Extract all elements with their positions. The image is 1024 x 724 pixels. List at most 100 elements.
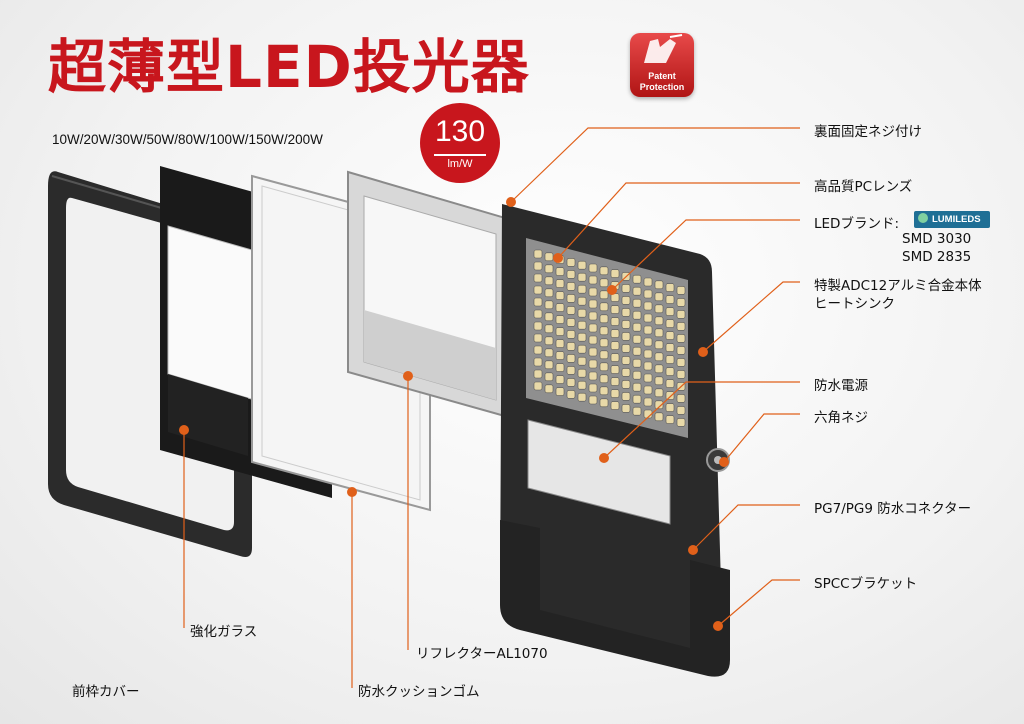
- led-chip: [555, 267, 565, 276]
- led-chip: [610, 269, 620, 278]
- led-chip: [599, 350, 609, 360]
- led-chip: [621, 404, 631, 413]
- led-chip: [643, 349, 653, 359]
- wattage-list: 10W/20W/30W/50W/80W/100W/150W/200W: [52, 132, 323, 147]
- led-chip: [544, 252, 554, 262]
- badge-line1: Patent: [648, 71, 676, 81]
- led-chip: [555, 291, 565, 300]
- led-chip: [643, 385, 653, 395]
- patent-badge: Patent Protection: [630, 33, 694, 97]
- led-chip: [544, 360, 554, 370]
- led-chip: [676, 322, 686, 331]
- led-chip: [599, 386, 609, 396]
- led-chip: [632, 382, 642, 392]
- led-chip: [533, 249, 543, 259]
- led-chip: [610, 389, 620, 398]
- label-reflector: リフレクターAL1070: [416, 646, 548, 662]
- led-chip: [654, 280, 664, 290]
- led-chip: [544, 264, 554, 274]
- led-chip: [643, 397, 653, 407]
- led-chip: [599, 266, 609, 276]
- led-chip: [632, 406, 642, 416]
- led-chip: [544, 288, 554, 298]
- led-chip: [632, 334, 642, 344]
- label-power-supply: 防水電源: [814, 378, 868, 394]
- led-chip: [555, 315, 565, 324]
- led-chip: [654, 412, 664, 422]
- efficacy-badge: 130 lm/W: [420, 103, 500, 183]
- led-chip: [566, 390, 576, 399]
- led-chip: [632, 298, 642, 308]
- led-chip: [632, 322, 642, 332]
- led-chip: [643, 313, 653, 323]
- led-chip: [588, 335, 598, 345]
- led-chip: [555, 327, 565, 336]
- led-chip: [566, 330, 576, 339]
- led-chip: [588, 263, 598, 273]
- led-chip: [654, 400, 664, 410]
- led-chip: [610, 377, 620, 386]
- led-chip: [577, 392, 587, 402]
- led-chip: [665, 295, 675, 304]
- led-chip: [588, 347, 598, 357]
- led-chip: [632, 346, 642, 356]
- led-chip: [577, 284, 587, 294]
- led-chip: [621, 296, 631, 305]
- led-chip: [665, 343, 675, 352]
- led-chip: [577, 320, 587, 330]
- led-chip: [533, 345, 543, 355]
- led-chip: [533, 381, 543, 391]
- led-chip: [621, 368, 631, 377]
- led-chip: [643, 301, 653, 311]
- led-chip: [533, 297, 543, 307]
- led-chip: [632, 286, 642, 296]
- led-array: [533, 249, 686, 427]
- led-chip: [610, 317, 620, 326]
- led-chip: [654, 340, 664, 350]
- led-chip: [621, 320, 631, 329]
- led-chip: [533, 273, 543, 283]
- led-chip: [676, 418, 686, 427]
- led-chip: [566, 366, 576, 375]
- led-chip: [610, 341, 620, 350]
- led-chip: [588, 383, 598, 393]
- led-chip: [621, 332, 631, 341]
- led-chip: [632, 274, 642, 284]
- led-chip: [588, 395, 598, 405]
- led-chip: [599, 314, 609, 324]
- led-chip: [632, 394, 642, 404]
- efficacy-unit: lm/W: [447, 158, 473, 170]
- label-cushion: 防水クッションゴム: [358, 684, 480, 700]
- led-chip: [533, 261, 543, 271]
- cushion-frame: [347, 170, 513, 420]
- led-chip: [610, 401, 620, 410]
- led-chip: [544, 348, 554, 358]
- led-chip: [599, 374, 609, 384]
- label-bracket: SPCCブラケット: [814, 576, 918, 592]
- led-chip: [566, 270, 576, 279]
- led-chip: [588, 275, 598, 285]
- lumileds-logo: LUMILEDS: [914, 211, 990, 228]
- led-chip: [555, 303, 565, 312]
- led-chip: [588, 311, 598, 321]
- led-chip: [621, 344, 631, 353]
- led-chip: [643, 325, 653, 335]
- led-chip: [621, 380, 631, 389]
- led-chip: [654, 376, 664, 386]
- led-chip: [555, 387, 565, 396]
- led-chip: [665, 379, 675, 388]
- led-chip: [610, 353, 620, 362]
- led-chip: [533, 285, 543, 295]
- led-chip: [544, 300, 554, 310]
- led-chip: [544, 276, 554, 286]
- label-smd-2835: SMD 2835: [902, 249, 972, 265]
- led-chip: [665, 307, 675, 316]
- led-chip: [577, 332, 587, 342]
- led-chip: [577, 308, 587, 318]
- led-chip: [643, 373, 653, 383]
- efficacy-value: 130: [434, 115, 486, 148]
- led-chip: [632, 358, 642, 368]
- led-chip: [544, 384, 554, 394]
- led-chip: [533, 333, 543, 343]
